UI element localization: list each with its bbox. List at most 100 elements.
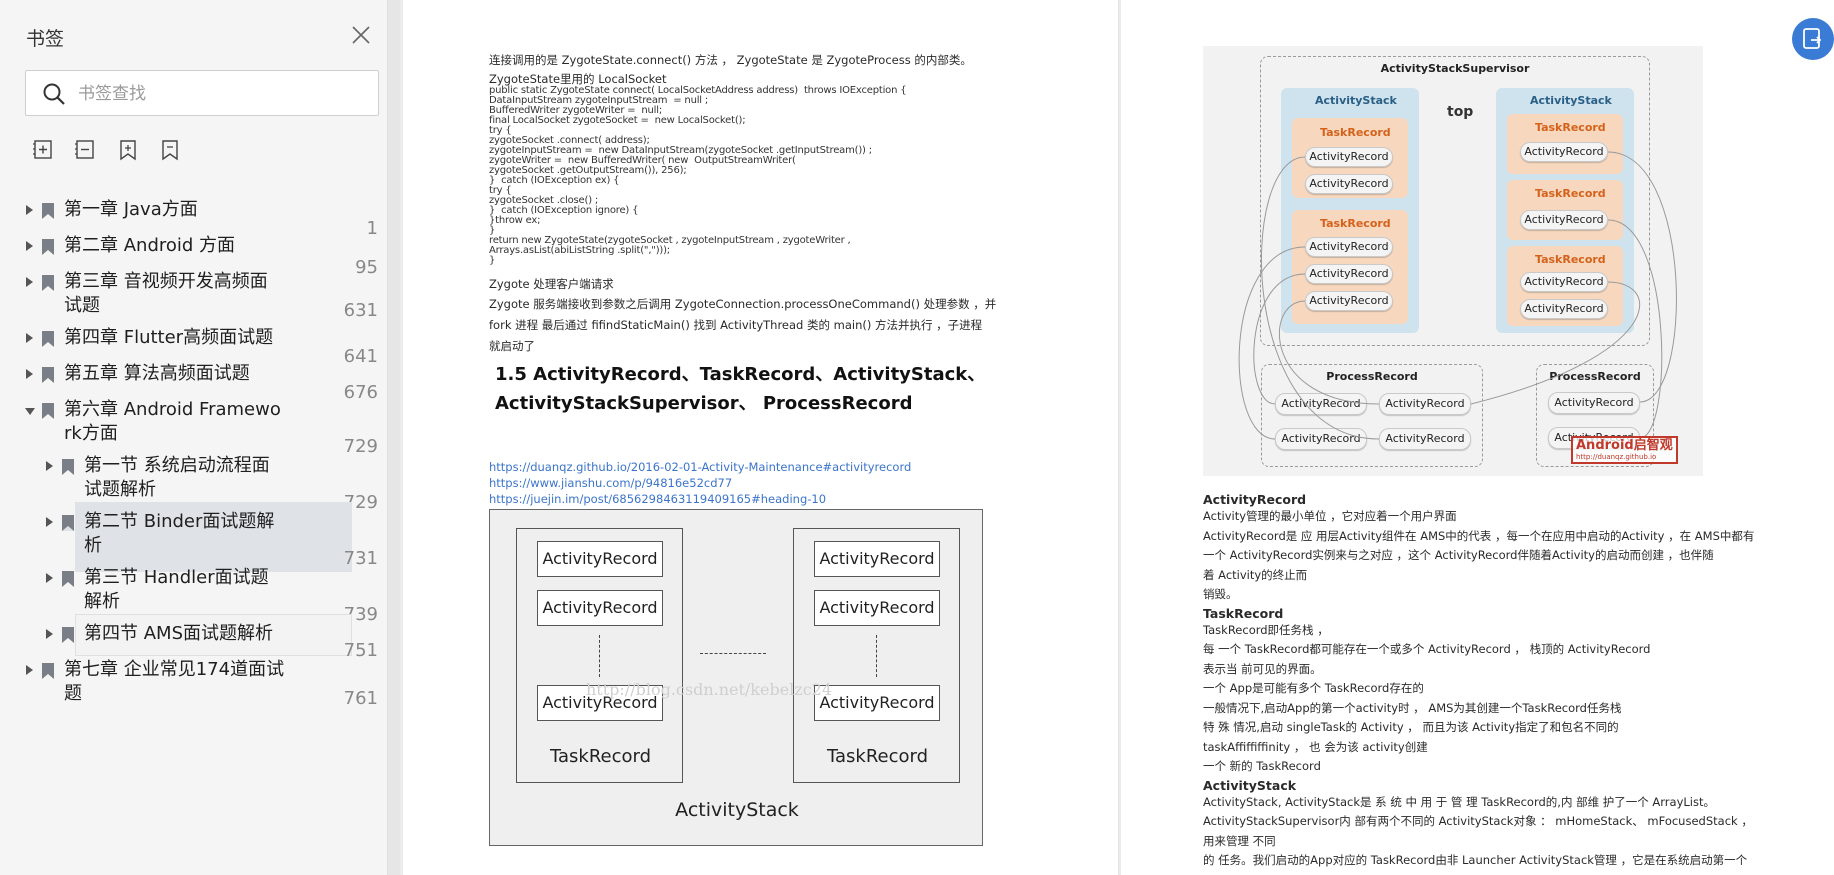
reference-link[interactable]: https://www.jianshu.com/p/94816e52cd77 <box>489 476 733 490</box>
bookmark-icon <box>42 331 54 347</box>
bookmark-icon <box>62 571 74 587</box>
ellipsis-line <box>876 635 877 677</box>
stamp-url: http://duanqz.github.io <box>1576 453 1657 461</box>
paragraph-line: 一个 App是可能有多个 TaskRecord存在的 <box>1203 681 1424 695</box>
sidebar-splitter[interactable] <box>388 0 400 875</box>
activity-record-pill: ActivityRecord <box>1379 428 1471 450</box>
reference-link[interactable]: https://juejin.im/post/68562984631194091… <box>489 492 827 506</box>
bookmark-label-line: 解析 <box>84 591 120 612</box>
bookmark-page-number: 751 <box>343 640 378 661</box>
bookmark-search-box[interactable] <box>25 70 379 116</box>
paragraph-line: Zygote 服务端接收到参数之后调用 ZygoteConnection.pro… <box>489 297 997 311</box>
bookmark-label-line: 第三节 Handler面试题 <box>84 567 269 588</box>
caret-right-icon[interactable] <box>26 241 33 251</box>
activity-record-box: ActivityRecord <box>537 590 663 626</box>
bookmark-add-icon[interactable] <box>116 138 140 162</box>
bookmark-label-line: 第六章 Android Framewo <box>64 399 281 420</box>
bookmark-item-label: 第二节 Binder面试题解析 <box>84 510 274 558</box>
bookmark-page-number: 95 <box>355 257 378 278</box>
paragraph-line: 特 殊 情况,启动 singleTask的 Activity ， 而且为该 Ac… <box>1203 720 1619 734</box>
caret-right-icon[interactable] <box>46 629 53 639</box>
section-heading: 1.5 ActivityRecord、TaskRecord、ActivitySt… <box>495 364 986 385</box>
bookmark-page-number: 731 <box>343 548 378 569</box>
task-record-label: TaskRecord <box>826 746 929 767</box>
caret-down-icon[interactable] <box>25 408 35 415</box>
remove-bookmark-icon[interactable] <box>74 138 98 162</box>
bookmark-icon <box>42 403 54 419</box>
paragraph-line: 销毁。 <box>1203 587 1238 601</box>
section-term: ActivityStack <box>1203 777 1297 793</box>
task-record-label: TaskRecord <box>1535 187 1606 200</box>
activity-record-pill: ActivityRecord <box>1520 272 1608 292</box>
task-record-box: ActivityRecord ActivityRecord ActivityRe… <box>793 528 960 783</box>
bookmark-label-line: 第三章 音视频开发高频面 <box>64 271 268 292</box>
reference-link[interactable]: https://duanqz.github.io/2016-02-01-Acti… <box>489 460 912 474</box>
ellipsis-line <box>599 635 600 677</box>
bookmark-item[interactable]: 第二章 Android 方面 95 <box>20 234 388 278</box>
bookmark-item[interactable]: 第三节 Handler面试题解析 739 <box>20 566 388 625</box>
caret-right-icon[interactable] <box>26 333 33 343</box>
bookmark-search-input[interactable] <box>78 79 368 109</box>
activity-record-pill: ActivityRecord <box>1548 392 1640 414</box>
task-record-label: TaskRecord <box>1535 121 1606 134</box>
bookmark-item-label: 第二章 Android 方面 <box>64 234 235 258</box>
bookmark-label-line: 第五章 算法高频面试题 <box>64 363 250 384</box>
bookmark-label-line: 第一节 系统启动流程面 <box>84 455 270 476</box>
bookmark-item-label: 第五章 算法高频面试题 <box>64 362 250 386</box>
supervisor-box <box>1260 56 1650 346</box>
activity-record-pill: ActivityRecord <box>1305 264 1393 284</box>
sidebar-title: 书签 <box>26 28 65 50</box>
floating-action-button[interactable] <box>1792 18 1834 60</box>
activity-record-pill: ActivityRecord <box>1520 210 1608 230</box>
bookmark-page-number: 729 <box>343 492 378 513</box>
task-record-box: ActivityRecord ActivityRecord ActivityRe… <box>516 528 683 783</box>
process-record-label: ProcessRecord <box>1549 370 1641 383</box>
bookmark-page-number: 739 <box>343 604 378 625</box>
search-icon <box>43 83 65 105</box>
caret-right-icon[interactable] <box>46 573 53 583</box>
supervisor-label: ActivityStackSupervisor <box>1380 62 1530 75</box>
bookmark-page-number: 761 <box>343 688 378 709</box>
activity-record-box: ActivityRecord <box>537 685 663 721</box>
activity-record-pill: ActivityRecord <box>1275 393 1367 415</box>
bookmark-page-number: 1 <box>366 218 378 239</box>
caret-right-icon[interactable] <box>26 277 33 287</box>
close-icon[interactable] <box>348 22 374 48</box>
stamp-text: Android启智观 <box>1576 438 1673 453</box>
caret-right-icon[interactable] <box>26 369 33 379</box>
bookmark-icon[interactable] <box>158 138 182 162</box>
bookmark-icon <box>42 275 54 291</box>
bookmark-icon <box>42 663 54 679</box>
paragraph-line: 用来管理 不同 <box>1203 833 1276 848</box>
process-record-box <box>1261 364 1483 467</box>
ams-diagram: ActivityStackSupervisor ActivityStack Ta… <box>1203 46 1703 476</box>
task-record-label: TaskRecord <box>1320 217 1391 230</box>
bookmark-item[interactable]: 第二节 Binder面试题解析 731 <box>20 502 388 572</box>
bookmark-page-number: 729 <box>343 436 378 457</box>
activity-record-box: ActivityRecord <box>814 541 940 577</box>
paragraph-line: 着 Activity的终止而 <box>1203 567 1308 582</box>
caret-right-icon[interactable] <box>46 517 53 527</box>
activity-record-pill: ActivityRecord <box>1305 174 1393 194</box>
bookmark-label-line: 第二章 Android 方面 <box>64 235 236 256</box>
bookmark-label-line: 第七章 企业常见174道面试 <box>64 659 285 680</box>
activity-record-pill: ActivityRecord <box>1305 237 1393 257</box>
process-record-box <box>1536 364 1654 467</box>
document-page-right: ActivityStackSupervisor ActivityStack Ta… <box>1121 0 1834 875</box>
caret-right-icon[interactable] <box>46 461 53 471</box>
paragraph-line: 一个 ActivityRecord实例来与之对应 ，这个 ActivityRec… <box>1203 548 1714 562</box>
add-bookmark-icon[interactable] <box>32 138 56 162</box>
bookmark-icon <box>42 203 54 219</box>
caret-right-icon[interactable] <box>26 205 33 215</box>
caret-right-icon[interactable] <box>26 665 33 675</box>
